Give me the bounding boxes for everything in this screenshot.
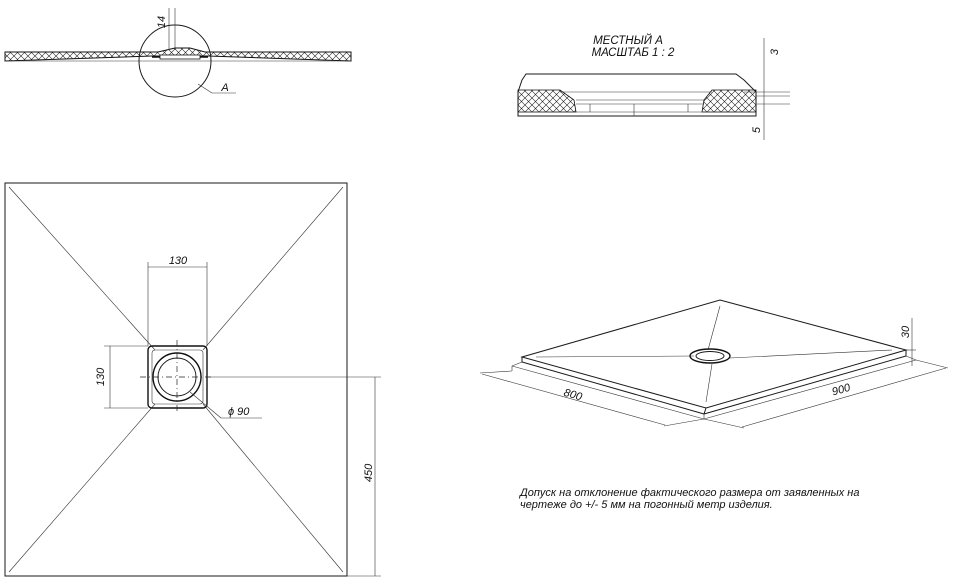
note-line2: чертеже до +/- 5 мм на погонный метр изд… [520,499,773,511]
tolerance-note: Допуск на отклонение фактического размер… [518,487,859,511]
detail-title-line1: МЕСТНЫЙ А [593,34,663,47]
offset-dim-label: 450 [363,463,375,482]
plan-view: 130 130 ϕ 90 450 [4,182,381,577]
detail-dim-bottom: 5 [751,126,763,133]
iso-height-label: 30 [900,325,912,338]
detail-a-view: МЕСТНЫЙ А МАСШТАБ 1 : 2 3 5 [517,34,790,140]
detail-title-line2: МАСШТАБ 1 : 2 [592,47,675,59]
section-profile [4,47,352,62]
plan-outline [4,182,348,577]
detail-hatch-right [701,89,757,113]
note-line1: Допуск на отклонение фактического размер… [518,487,859,499]
section-view: 14 A [4,8,352,98]
iso-side-right [703,350,907,415]
height-dim-label: 14 [156,16,168,28]
detail-hatch-left [517,89,577,113]
iso-length-label: 800 [562,387,584,404]
drain-diameter-label: ϕ 90 [228,406,250,418]
callout-a-label: A [220,82,228,94]
isometric-view: 800 900 30 [479,299,949,429]
drain-width-label: 130 [169,255,188,267]
iso-side-left [521,357,707,415]
iso-drain [689,348,731,364]
drain-circle-inner [157,357,197,397]
detail-dim-top: 3 [769,48,781,55]
iso-width-label: 900 [831,382,853,399]
drain-height-label: 130 [95,367,107,386]
